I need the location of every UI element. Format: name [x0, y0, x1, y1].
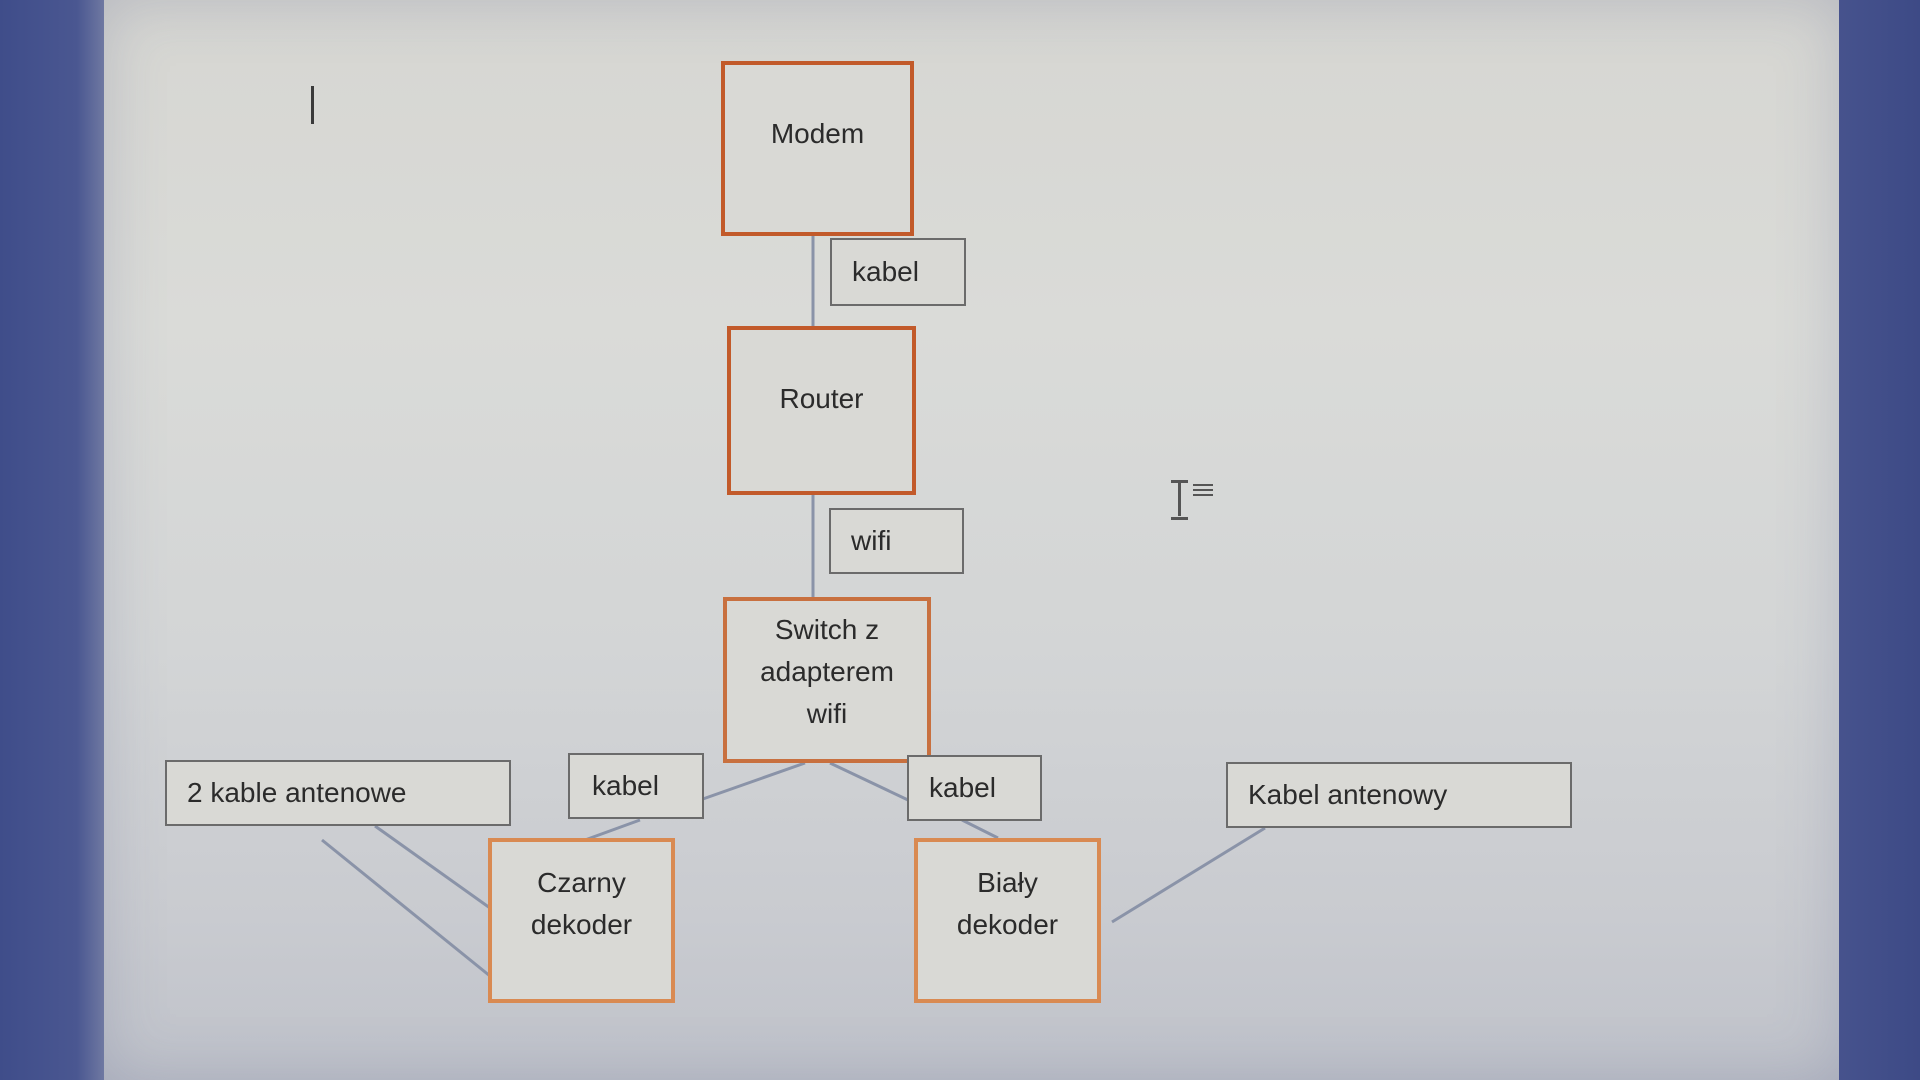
node-modem-label: Modem: [770, 118, 865, 149]
edge-label-antennas-czarny[interactable]: 2 kable antenowe: [165, 760, 511, 826]
node-bialy-dekoder[interactable]: Biały dekoder: [914, 838, 1101, 1003]
edge-label-switch-czarny-text: kabel: [592, 770, 659, 801]
connector-antennas-czarny-1: [374, 824, 491, 910]
connector-antenna-bialy: [1111, 826, 1266, 924]
edge-label-modem-router-text: kabel: [852, 256, 919, 287]
node-czarny-dekoder-label: Czarny dekoder: [530, 867, 633, 940]
edge-label-router-switch-text: wifi: [851, 525, 892, 556]
node-bialy-dekoder-label: Biały dekoder: [956, 867, 1059, 940]
connector-antennas-czarny-2: [321, 838, 491, 978]
node-router-label: Router: [779, 383, 864, 414]
edge-label-switch-bialy[interactable]: kabel: [907, 755, 1042, 821]
connector-kabel-right-bialy: [961, 818, 999, 840]
node-switch-label: Switch z adapterem wifi: [760, 614, 894, 729]
text-cursor-icon: [311, 86, 314, 124]
edge-label-antennas-czarny-text: 2 kable antenowe: [187, 777, 407, 808]
connector-switch-kabel-right: [829, 761, 909, 802]
node-modem[interactable]: Modem: [721, 61, 914, 236]
node-czarny-dekoder[interactable]: Czarny dekoder: [488, 838, 675, 1003]
connector-kabel-left-czarny: [584, 818, 641, 842]
edge-label-modem-router[interactable]: kabel: [830, 238, 966, 306]
edge-label-antenna-bialy[interactable]: Kabel antenowy: [1226, 762, 1572, 828]
ibeam-cursor-icon: [1168, 480, 1192, 520]
edge-label-switch-czarny[interactable]: kabel: [568, 753, 704, 819]
node-switch[interactable]: Switch z adapterem wifi: [723, 597, 931, 763]
connector-switch-kabel-left: [699, 761, 806, 802]
edge-label-antenna-bialy-text: Kabel antenowy: [1248, 779, 1448, 810]
paragraph-icon: [1193, 484, 1213, 498]
edge-label-switch-bialy-text: kabel: [929, 772, 996, 803]
edge-label-router-switch[interactable]: wifi: [829, 508, 964, 574]
node-router[interactable]: Router: [727, 326, 916, 495]
